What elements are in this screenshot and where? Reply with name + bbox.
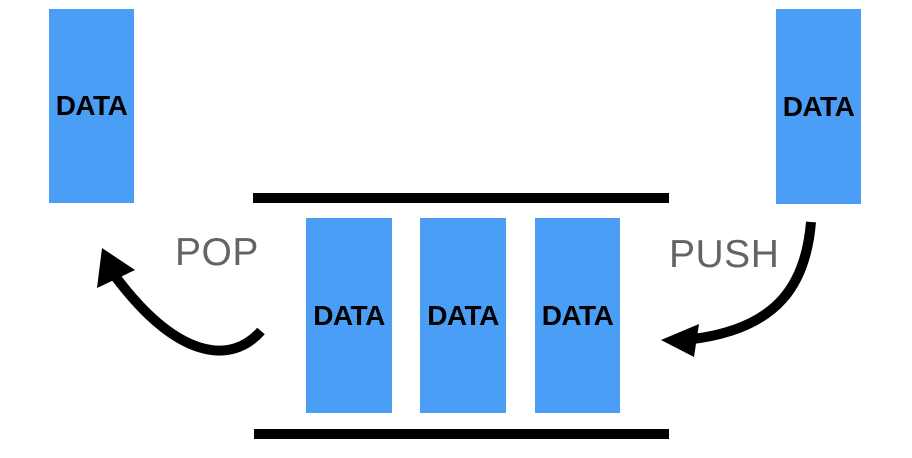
push-label: PUSH [669,233,780,276]
stack-item: DATA [420,218,506,413]
incoming-data-block-label: DATA [782,90,855,122]
stack-item: DATA [306,218,392,413]
pop-label: POP [175,231,259,274]
popped-data-block-label: DATA [55,90,128,121]
stack-item-label: DATA [313,299,385,331]
stack-item: DATA [535,218,620,413]
stack-bottom-wall [254,429,669,439]
stack-top-wall [253,193,669,203]
stack-item-label: DATA [541,299,614,331]
popped-data-block: DATA [49,9,134,203]
incoming-data-block: DATA [776,9,861,204]
stack-item-label: DATA [427,299,499,331]
